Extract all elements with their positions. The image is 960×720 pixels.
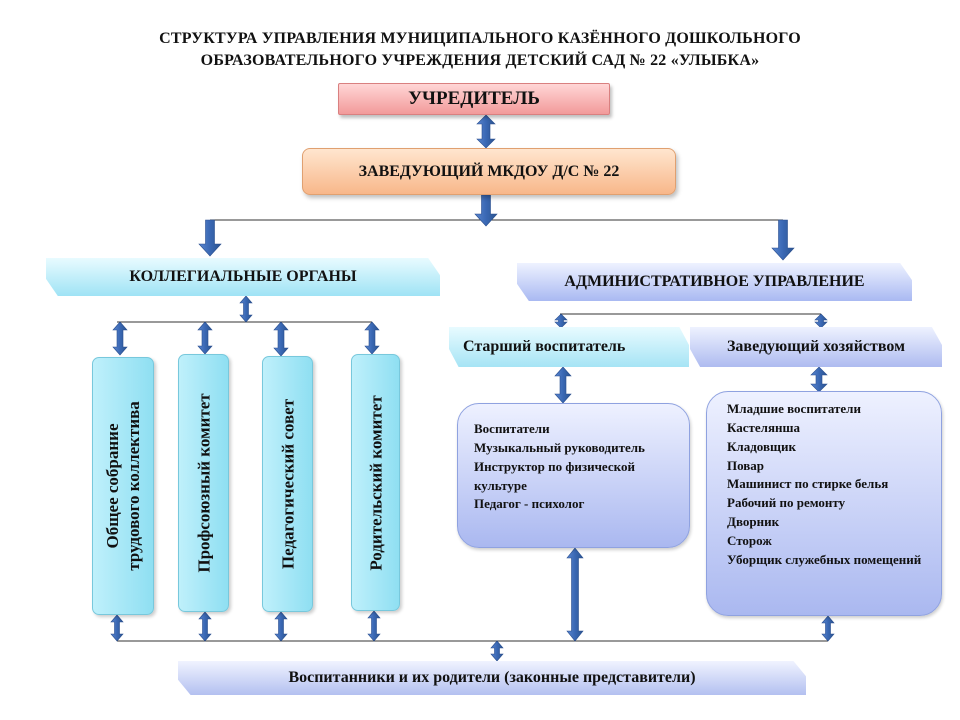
arrow-econ-to-staff xyxy=(810,366,828,393)
title-line-1: СТРУКТУРА УПРАВЛЕНИЯ МУНИЦИПАЛЬНОГО КАЗЁ… xyxy=(159,30,801,47)
staff-item: Дворник xyxy=(727,514,780,530)
arrow-to-trade-union xyxy=(197,321,213,355)
supply-manager-banner: Заведующий хозяйством xyxy=(690,327,942,367)
staff-item: Повар xyxy=(727,457,765,473)
arrow-to-admin xyxy=(771,219,795,261)
staff-item: Педагог - психолог xyxy=(474,496,585,512)
arrow-to-general-meeting xyxy=(112,321,128,356)
founder-box: УЧРЕДИТЕЛЬ xyxy=(338,83,610,115)
admin-banner: АДМИНИСТРАТИВНОЕ УПРАВЛЕНИЕ xyxy=(517,263,912,301)
arrow-to-pedagogical-council xyxy=(273,321,289,357)
general-meeting-line2: трудового коллектива xyxy=(124,401,143,571)
pedagogical-council-label: Педагогический совет xyxy=(277,398,297,570)
arrow-econ-staff-bottom xyxy=(821,615,835,642)
admin-label: АДМИНИСТРАТИВНОЕ УПРАВЛЕНИЕ xyxy=(564,273,865,290)
staff-item: Кладовщик xyxy=(727,438,796,454)
staff-item: Музыкальный руководитель xyxy=(474,439,645,455)
collegial-label: КОЛЛЕГИАЛЬНЫЕ ОРГАНЫ xyxy=(129,268,357,285)
staff-item: Кастелянша xyxy=(727,419,800,435)
pupils-banner: Воспитанники и их родители (законные пре… xyxy=(178,661,806,695)
head-box: ЗАВЕДУЮЩИЙ МКДОУ Д/С № 22 xyxy=(302,148,676,195)
staff-item: Уборщик служебных помещений xyxy=(727,551,922,567)
arrow-head-down xyxy=(474,194,498,227)
staff-item: Рабочий по ремонту xyxy=(727,495,846,511)
econ-staff-list: Младшие воспитатели Кастелянша Кладовщик… xyxy=(706,391,942,616)
arrow-senior-staff-bottom xyxy=(566,547,584,642)
pedagogical-council-box: Педагогический совет xyxy=(262,356,313,612)
arrow-to-parents-committee xyxy=(364,321,380,355)
senior-educator-banner: Старший воспитатель xyxy=(449,327,689,367)
founder-label: УЧРЕДИТЕЛЬ xyxy=(408,88,540,109)
staff-item: Воспитатели xyxy=(474,421,550,436)
senior-educator-label: Старший воспитатель xyxy=(463,338,626,355)
arrow-senior-to-staff xyxy=(554,366,572,404)
arrow-trade-union-bottom xyxy=(198,611,212,642)
arrow-to-collegial xyxy=(198,219,222,257)
parents-committee-box: Родительский комитет xyxy=(351,354,400,611)
arrow-founder-head xyxy=(476,114,496,149)
supply-manager-label: Заведующий хозяйством xyxy=(726,338,906,355)
arrow-to-senior-educator xyxy=(554,313,568,329)
staff-item: Инструктор по физической культуре xyxy=(474,458,635,493)
head-label: ЗАВЕДУЮЩИЙ МКДОУ Д/С № 22 xyxy=(358,162,620,180)
trade-union-box: Профсоюзный комитет xyxy=(178,354,229,612)
staff-item: Младшие воспитатели xyxy=(727,401,861,416)
title-line-2: ОБРАЗОВАТЕЛЬНОГО УЧРЕЖДЕНИЯ ДЕТСКИЙ САД … xyxy=(200,52,760,69)
parents-committee-label: Родительский комитет xyxy=(365,394,385,571)
staff-item: Сторож xyxy=(727,532,772,548)
arrow-pedagogical-council-bottom xyxy=(274,611,288,642)
pupils-label: Воспитанники и их родители (законные пре… xyxy=(288,669,696,686)
staff-item: Машинист по стирке белья xyxy=(727,476,889,492)
arrow-collegial-line xyxy=(239,295,253,323)
general-meeting-line1: Общее собрание xyxy=(102,423,122,549)
trade-union-label: Профсоюзный комитет xyxy=(193,393,213,573)
arrow-to-pupils xyxy=(490,640,504,662)
senior-staff-list: Воспитатели Музыкальный руководитель Инс… xyxy=(457,403,690,548)
arrow-to-supply-manager xyxy=(814,313,828,329)
collegial-banner: КОЛЛЕГИАЛЬНЫЕ ОРГАНЫ xyxy=(46,258,440,296)
arrow-parents-committee-bottom xyxy=(367,610,381,642)
arrow-general-meeting-bottom xyxy=(110,614,124,642)
